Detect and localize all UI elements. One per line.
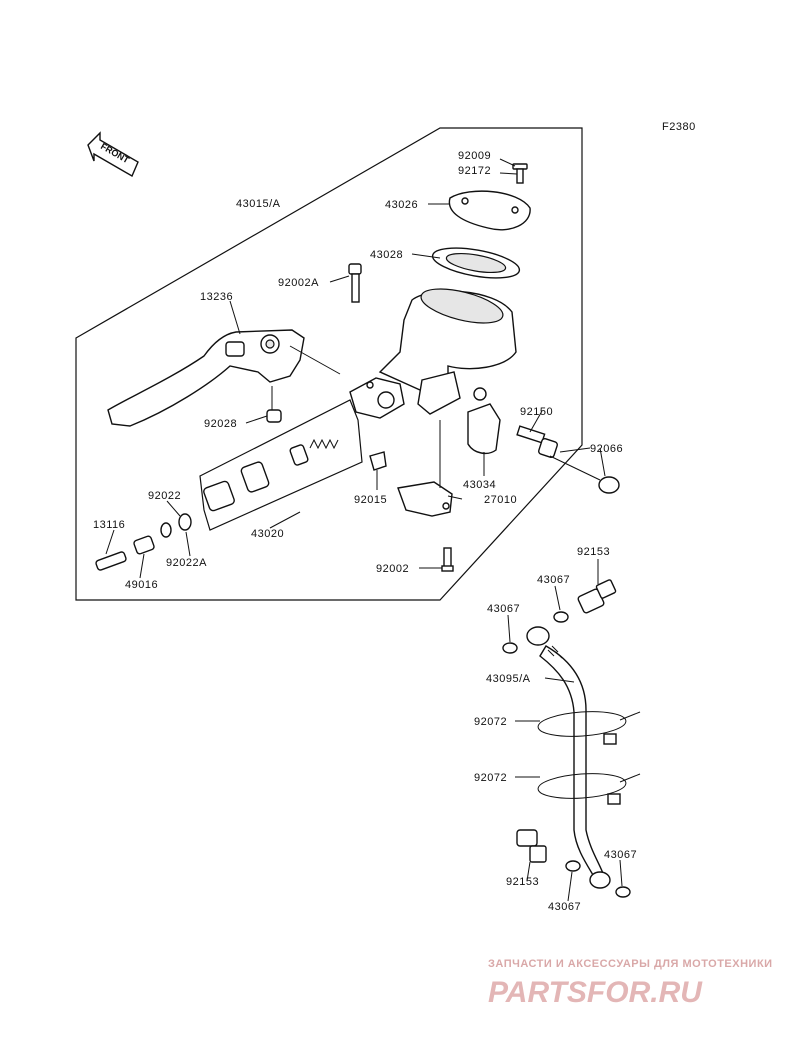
part-label: 92028 bbox=[204, 418, 237, 430]
pivot-collar-part bbox=[266, 409, 282, 423]
watermark-caption: ЗАПЧАСТИ И АКСЕССУАРЫ ДЛЯ МОТОТЕХНИКИ bbox=[488, 958, 773, 970]
part-label: 43067 bbox=[487, 603, 520, 615]
diagram-code: F2380 bbox=[662, 121, 696, 133]
adjuster-parts bbox=[95, 513, 192, 571]
part-label: 92022A bbox=[166, 557, 207, 569]
washer-part bbox=[615, 886, 631, 898]
washer-part bbox=[502, 642, 518, 654]
cable-tie-lower-part bbox=[537, 773, 641, 805]
part-label: 92066 bbox=[590, 443, 623, 455]
part-label: 43026 bbox=[385, 199, 418, 211]
piston-kit-parts bbox=[203, 438, 339, 512]
part-label: 43067 bbox=[537, 574, 570, 586]
reservoir-cap-part bbox=[448, 190, 531, 231]
front-arrow-icon: FRONT bbox=[87, 131, 139, 178]
cap-screw-part bbox=[512, 163, 528, 184]
part-label: 43034 bbox=[463, 479, 496, 491]
part-label: 43028 bbox=[370, 249, 403, 261]
part-label: 92009 bbox=[458, 150, 491, 162]
part-label: 92072 bbox=[474, 772, 507, 784]
part-label: 92002A bbox=[278, 277, 319, 289]
master-cylinder-body-part bbox=[349, 288, 517, 419]
watermark-brand: PARTSFOR.RU bbox=[488, 976, 703, 1009]
part-label: 27010 bbox=[484, 494, 517, 506]
part-label: 92172 bbox=[458, 165, 491, 177]
cap-92066-part bbox=[598, 476, 620, 494]
clamp-bolt-part bbox=[516, 425, 559, 459]
clutch-hose-part bbox=[526, 626, 611, 889]
part-label: 49016 bbox=[125, 579, 158, 591]
part-label: 43067 bbox=[604, 849, 637, 861]
part-label: 13236 bbox=[200, 291, 233, 303]
part-labels: 43015/A 13236 92028 92022 92022A 13116 4… bbox=[93, 150, 637, 913]
switch-screw-part bbox=[441, 547, 454, 572]
part-label: 43067 bbox=[548, 901, 581, 913]
part-label: 43095/A bbox=[486, 673, 531, 685]
clamp-part bbox=[467, 387, 501, 455]
part-label: 92015 bbox=[354, 494, 387, 506]
part-label: 92150 bbox=[520, 406, 553, 418]
washer-part bbox=[553, 611, 569, 623]
washer-part bbox=[565, 860, 581, 872]
part-label: 13116 bbox=[93, 519, 125, 531]
part-label: 92153 bbox=[577, 546, 610, 558]
banjo-bolt-upper-part bbox=[577, 579, 617, 614]
diaphragm-part bbox=[431, 247, 521, 279]
cable-tie-upper-part bbox=[537, 711, 641, 745]
part-label: 92022 bbox=[148, 490, 181, 502]
banjo-bolt-lower-part bbox=[516, 829, 547, 863]
clutch-lever-part bbox=[107, 329, 305, 427]
leader-lines bbox=[105, 158, 623, 902]
piston-kit-frame bbox=[199, 399, 363, 531]
part-label: 92002 bbox=[376, 563, 409, 575]
assembly-frame bbox=[75, 127, 583, 601]
part-label: 43015/A bbox=[236, 198, 281, 210]
switch-part bbox=[397, 481, 453, 517]
bleed-bolt-part bbox=[348, 263, 362, 303]
nut-part bbox=[369, 451, 387, 471]
part-label: 92072 bbox=[474, 716, 507, 728]
part-label: 92153 bbox=[506, 876, 539, 888]
part-label: 43020 bbox=[251, 528, 284, 540]
